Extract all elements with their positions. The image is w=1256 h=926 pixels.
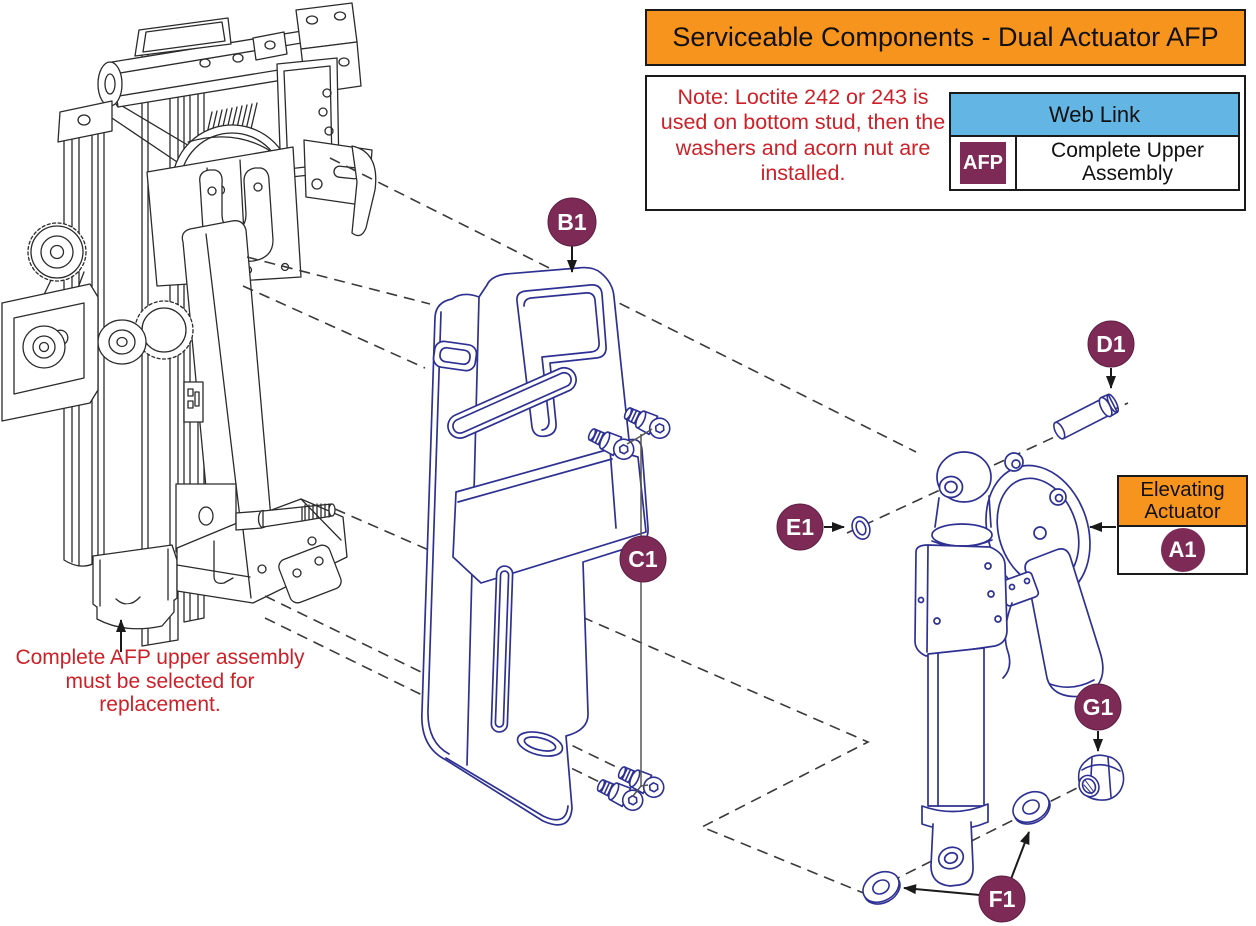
leader-lines	[116, 246, 1116, 896]
loctite-note: Note: Loctite 242 or 243 is used on bott…	[660, 85, 946, 186]
replacement-caption: Complete AFP upper assembly must be sele…	[15, 646, 305, 717]
callout-d1-label: D1	[1096, 331, 1126, 357]
callout-b1: B1	[547, 197, 597, 247]
callout-f1: F1	[978, 875, 1026, 923]
f1-arrow-left	[903, 884, 981, 896]
callout-e1: E1	[776, 503, 824, 551]
afp-link-badge[interactable]: AFP	[960, 142, 1006, 184]
elevating-actuator-tag-title: Elevating Actuator	[1119, 477, 1246, 527]
acorn-nut-drawing	[1077, 754, 1125, 801]
elevating-actuator-tag: Elevating Actuator A1	[1117, 475, 1248, 575]
web-link-table-header: Web Link	[951, 94, 1238, 137]
f1-arrow-right	[1010, 831, 1030, 880]
callout-f1-label: F1	[989, 886, 1016, 912]
elevating-actuator-tag-body: A1	[1119, 527, 1246, 573]
pin-drawing	[1053, 393, 1120, 440]
web-link-table: Web Link AFP Complete Upper Assembly	[949, 92, 1240, 191]
callout-g1: G1	[1074, 683, 1122, 731]
hardware-parts	[584, 393, 1125, 905]
elevating-actuator-drawing	[914, 451, 1104, 887]
shroud-drawing	[421, 266, 649, 826]
afp-badge-cell: AFP	[951, 137, 1017, 189]
note-box: Note: Loctite 242 or 243 is used on bott…	[645, 75, 1246, 211]
callout-c1: C1	[619, 535, 667, 583]
page-title-text: Serviceable Components - Dual Actuator A…	[672, 22, 1219, 52]
web-link-table-row: AFP Complete Upper Assembly	[951, 137, 1238, 189]
callout-a1: A1	[1160, 528, 1205, 572]
callout-e1-label: E1	[786, 514, 814, 540]
o-ring-drawing	[851, 516, 871, 540]
page-title: Serviceable Components - Dual Actuator A…	[645, 9, 1246, 66]
callout-c1-label: C1	[628, 546, 658, 572]
callout-g1-label: G1	[1083, 694, 1114, 720]
callout-balloons: B1 C1 D1 E1 F1 G1	[547, 197, 1135, 923]
web-link-label[interactable]: Complete Upper Assembly	[1051, 139, 1204, 185]
callout-b1-label: B1	[557, 209, 587, 235]
washer-drawing	[862, 870, 901, 905]
washer-drawing	[1012, 790, 1051, 825]
afp-upper-assembly-drawing	[1, 2, 377, 647]
callout-d1: D1	[1087, 320, 1135, 368]
